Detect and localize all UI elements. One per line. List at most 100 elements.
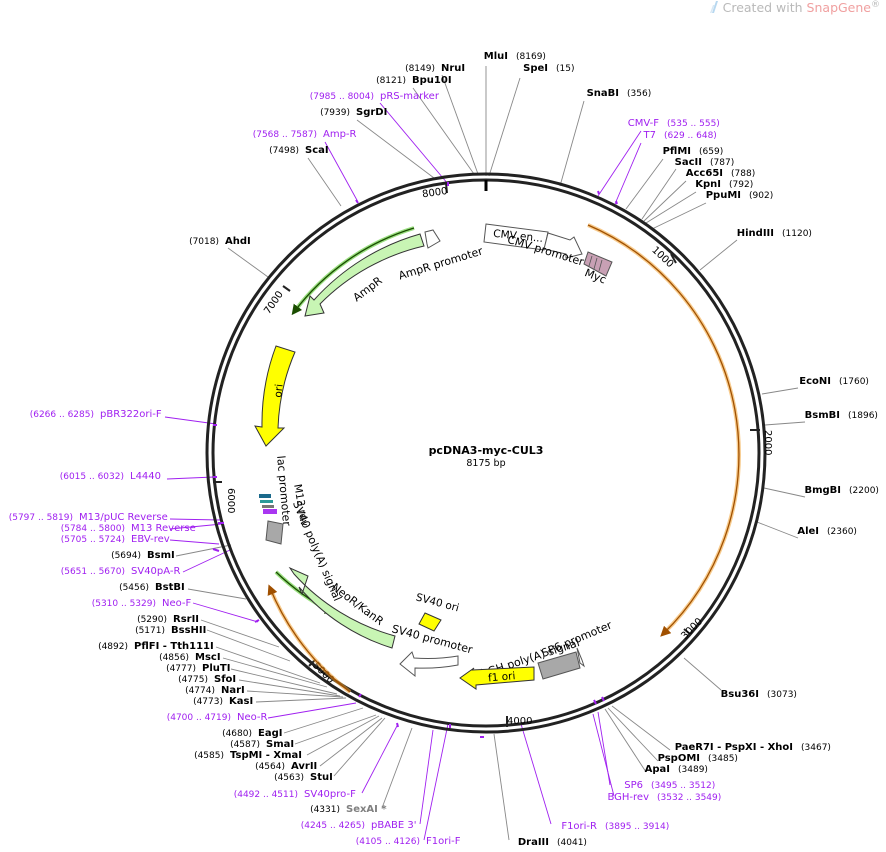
site-label-bsmi[interactable]: BsmI: [147, 550, 175, 561]
site-label-sp6[interactable]: SP6: [624, 780, 643, 791]
site-label-rsrii[interactable]: RsrII: [173, 614, 199, 625]
feature-neor-kanr[interactable]: NeoR/KanR: [288, 566, 396, 649]
site-name-snabi: SnaBI: [587, 88, 619, 99]
feature-sv40-ori[interactable]: SV40 ori: [415, 591, 461, 632]
site-name-bstbi: BstBI: [155, 582, 185, 593]
site-label-ahdi[interactable]: AhdI: [225, 236, 251, 247]
site-label-prs[interactable]: pRS-marker: [380, 91, 440, 102]
leader-f1orif: [423, 723, 449, 841]
site-label-apai[interactable]: ApaI: [645, 764, 670, 775]
site-label-eagi[interactable]: EagI: [258, 728, 282, 739]
site-label-sacii[interactable]: SacII: [675, 157, 702, 168]
leader-bsshii: [206, 629, 291, 662]
site-pos-text-stui: (4563): [274, 773, 304, 783]
site-name-ppumi: PpuMI: [706, 190, 741, 201]
site-label-tspmi[interactable]: TspMI - XmaI: [230, 750, 302, 761]
site-pos-ahdi: (7018): [189, 237, 219, 247]
site-label-sv40par[interactable]: SV40pA-R: [131, 566, 180, 577]
site-label-sexai[interactable]: SexAI *: [346, 804, 387, 815]
site-label-bsmbi[interactable]: BsmBI: [805, 410, 840, 421]
site-pos-paer7i: (3467): [801, 743, 831, 753]
site-name-apai: ApaI: [645, 764, 670, 775]
site-pos-bsu36i: (3073): [767, 690, 797, 700]
site-pos-t7: (629 .. 648): [664, 131, 717, 141]
site-label-smai[interactable]: SmaI: [266, 739, 294, 750]
site-label-pbr322[interactable]: pBR322ori-F: [100, 409, 162, 420]
site-label-scai[interactable]: ScaI: [305, 145, 329, 156]
feature-f1-ori[interactable]: f1 ori: [459, 666, 535, 690]
site-pos-ebvrev: (5705 .. 5724): [61, 535, 125, 545]
site-label-mlui[interactable]: MluI: [484, 51, 508, 62]
feature-ori[interactable]: ori: [254, 345, 296, 447]
site-pos-text-m13puc: (5797 .. 5819): [9, 513, 73, 523]
site-label-neof[interactable]: Neo-F: [162, 598, 192, 609]
leader-bsu36i: [683, 657, 722, 691]
site-label-sfoi[interactable]: SfoI: [214, 674, 236, 685]
site-label-nrui[interactable]: NruI: [441, 63, 465, 74]
site-label-hindiii[interactable]: HindIII: [737, 228, 774, 239]
site-pos-bmgbi: (2200): [849, 486, 879, 496]
site-label-f1orif[interactable]: F1ori-F: [426, 836, 461, 847]
site-label-msci[interactable]: MscI: [195, 652, 221, 663]
site-label-bsu36i[interactable]: Bsu36I: [721, 689, 759, 700]
site-label-pluti[interactable]: PluTI: [202, 663, 230, 674]
site-pos-text-kasi: (4773): [193, 697, 223, 707]
site-label-pflfi[interactable]: PflFI - Tth111I: [134, 641, 214, 652]
site-label-bghrev[interactable]: BGH-rev: [607, 792, 649, 803]
site-label-draiii[interactable]: DraIII: [518, 837, 549, 848]
site-label-kasi[interactable]: KasI: [229, 696, 253, 707]
site-label-neor_p[interactable]: Neo-R: [237, 712, 268, 723]
site-label-bstbi[interactable]: BstBI: [155, 582, 185, 593]
site-label-f1orir[interactable]: F1ori-R: [561, 821, 597, 832]
site-label-m13puc[interactable]: M13/pUC Reverse: [79, 512, 168, 523]
svg-text:4000: 4000: [507, 716, 532, 727]
leader-kasi: [255, 697, 347, 703]
site-label-sgrdi[interactable]: SgrDI: [356, 107, 387, 118]
site-label-bpu10i[interactable]: Bpu10I: [412, 75, 452, 86]
site-pos-pluti: (4777): [166, 664, 196, 674]
site-label-ebvrev[interactable]: EBV-rev: [131, 534, 170, 545]
site-label-sv40prof[interactable]: SV40pro-F: [304, 789, 356, 800]
site-label-snabi[interactable]: SnaBI: [587, 88, 619, 99]
site-pos-text-msci: (4856): [159, 653, 189, 663]
site-label-ppumi[interactable]: PpuMI: [706, 190, 741, 201]
site-pos-text-mlui: (8169): [516, 52, 546, 62]
site-label-paer7i[interactable]: PaeR7I - PspXI - XhoI: [675, 742, 793, 753]
site-pos-alei: (2360): [827, 527, 857, 537]
site-pos-scai: (7498): [269, 146, 299, 156]
leader-bpu10i: [412, 87, 475, 175]
site-name-msci: MscI: [195, 652, 221, 663]
site-label-ampr_p[interactable]: Amp-R: [323, 129, 357, 140]
feature-myc[interactable]: Myc: [583, 251, 613, 287]
site-label-acc65i[interactable]: Acc65I: [686, 168, 723, 179]
site-label-pspomi[interactable]: PspOMI: [658, 753, 700, 764]
site-pos-avrii: (4564): [255, 762, 285, 772]
leader-prs: [379, 102, 449, 185]
feature-cmv-enhancer[interactable]: CMV en...: [483, 223, 549, 251]
site-label-m13rev_p[interactable]: M13 Reverse: [131, 523, 196, 534]
site-label-t7[interactable]: T7: [643, 130, 656, 141]
site-pos-text-bghrev: (3532 .. 3549): [657, 793, 721, 803]
site-label-pflmi[interactable]: PflMI: [663, 146, 691, 157]
site-label-nari[interactable]: NarI: [221, 685, 245, 696]
site-pos-text-pflfi: (4892): [98, 642, 128, 652]
site-pos-text-rsrii: (5290): [137, 615, 167, 625]
site-pos-text-bsshii: (5171): [135, 626, 165, 636]
site-label-spei[interactable]: SpeI: [523, 63, 548, 74]
site-label-econi[interactable]: EcoNI: [799, 376, 831, 387]
site-label-bsshii[interactable]: BssHII: [171, 625, 206, 636]
site-name-sp6: SP6: [624, 780, 643, 791]
site-label-cmvf[interactable]: CMV-F: [628, 118, 659, 129]
site-label-avrii[interactable]: AvrII: [291, 761, 317, 772]
site-label-pbabe[interactable]: pBABE 3': [371, 820, 417, 831]
leader-neof: [192, 602, 259, 623]
site-pos-cmvf: (535 .. 555): [667, 119, 720, 129]
site-name-neof: Neo-F: [162, 598, 192, 609]
site-label-l4440[interactable]: L4440: [130, 471, 161, 482]
site-label-alei[interactable]: AleI: [797, 526, 819, 537]
tick-2000: 2000: [750, 429, 773, 455]
site-label-stui[interactable]: StuI: [310, 772, 333, 783]
site-pos-hindiii: (1120): [782, 229, 812, 239]
site-label-kpni[interactable]: KpnI: [695, 179, 721, 190]
site-label-bmgbi[interactable]: BmgBI: [804, 485, 841, 496]
